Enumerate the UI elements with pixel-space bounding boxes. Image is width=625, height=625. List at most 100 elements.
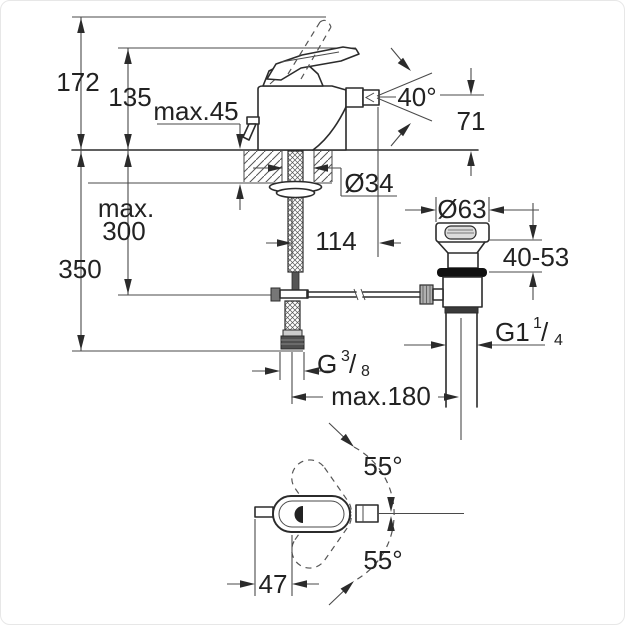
dim-clearance-word: max.: [98, 193, 154, 223]
waste-seal-ring: [437, 268, 487, 277]
arrow: [467, 80, 475, 95]
dim-hose-length: 350: [58, 254, 101, 284]
lever-facet-line: [280, 51, 340, 63]
arrow: [291, 393, 306, 401]
dim-4053-lines: [489, 203, 542, 300]
hose-thread-base: G: [317, 349, 337, 379]
dim-hole-leader: [253, 167, 397, 197]
dim-g38-lines: [252, 352, 331, 380]
dim-swivel-down: 55°: [363, 545, 402, 575]
knurl-ridges: [422, 285, 431, 304]
waste-thread-base: G1: [495, 317, 530, 347]
rod-tee-junction: [279, 289, 309, 299]
popup-actuating-rod: [306, 290, 421, 299]
arrow: [477, 341, 492, 349]
arrow: [489, 206, 504, 214]
dim-63-lines: [405, 197, 539, 222]
spray-angle-label: 40°: [397, 82, 436, 112]
popup-knob-bar: [246, 116, 260, 125]
waste-thread-label: G1 1 / 4: [495, 315, 563, 349]
hose-union-nut: [280, 335, 305, 350]
spray-angle-rays: [376, 72, 433, 122]
waste-thread-sup: 1: [533, 315, 542, 332]
arrow: [236, 134, 244, 149]
dim-swivel-up: 55°: [363, 451, 402, 481]
spray-angle-callout: 40°: [376, 47, 484, 147]
popup-knob-top-view: [254, 506, 274, 518]
waste-upper-body: [447, 252, 479, 269]
hose-thread-slash: /: [349, 349, 357, 379]
arrow: [467, 151, 475, 166]
spray-axis-line: [379, 94, 484, 98]
arrow: [124, 134, 132, 149]
aerator-cone-mark: [364, 92, 375, 103]
arrow: [124, 279, 132, 294]
swivel-arc: [353, 446, 395, 582]
dim-deck-thickness: max.45: [153, 96, 238, 126]
body-inner-contour: [278, 500, 345, 528]
waste-lower-body: [442, 276, 483, 308]
spout-block: [345, 87, 364, 108]
threaded-shank: [287, 150, 304, 273]
arrow: [421, 206, 436, 214]
arrow: [236, 184, 244, 199]
dim-spout-height: 71: [457, 106, 486, 136]
arrow: [240, 580, 255, 588]
arrow: [379, 239, 394, 247]
spout-tip-top-view: [355, 504, 379, 523]
waste-body-step: [444, 306, 479, 314]
arrow: [77, 134, 85, 149]
waste-tailpipe: [445, 312, 478, 408]
spray-angle-arrow-up: [397, 57, 414, 74]
deck-hole-edges: [243, 151, 333, 182]
dim-total-height: 172: [56, 67, 99, 97]
dim-47-lines: [227, 519, 319, 596]
dim-180-lines: [291, 352, 444, 404]
arrow: [265, 367, 280, 375]
waste-neck-taper: [437, 241, 486, 254]
mounting-nut: [275, 187, 316, 199]
hose-collar: [282, 329, 303, 337]
arrow: [431, 341, 446, 349]
spout-underside-curve: [312, 106, 347, 151]
side-elevation-view: 40° 172 135 max. 300 350 max.45 71 Ø34: [56, 16, 570, 440]
arrow: [124, 49, 132, 64]
arrow: [124, 152, 132, 167]
lever-pivot-mark: [294, 506, 303, 523]
hose-thread-sub: 8: [361, 363, 370, 380]
arrow: [444, 393, 459, 401]
faucet-body: [257, 85, 347, 151]
arrow: [77, 152, 85, 167]
arrow: [529, 225, 537, 240]
faucet-body-top-view: [272, 495, 351, 533]
hose-nut-ridges: [281, 339, 304, 345]
spray-angle-arrow-down: [397, 120, 414, 137]
rod-break-marks: [353, 288, 366, 301]
dim-handle-height: 135: [108, 82, 151, 112]
popup-waste-assembly: [419, 222, 490, 440]
arrow: [529, 272, 537, 287]
dim-spout-projection: 114: [315, 226, 356, 256]
pull-rod-lower: [291, 271, 300, 291]
popup-knob-lever: [242, 123, 257, 141]
dim-hole-diameter: Ø34: [344, 168, 393, 198]
arrow: [77, 18, 85, 33]
dim-clearance-value: 300: [102, 216, 145, 246]
arrow: [292, 580, 307, 588]
dim-knob-offset: 47: [259, 569, 288, 599]
dim-114-lines: [266, 107, 401, 258]
lever-raised-position-dashed: [287, 19, 332, 80]
hose-thread-sup: 3: [341, 348, 350, 365]
rod-coupling-knob: [270, 287, 281, 302]
dim-deck-thickness-lines: [157, 123, 241, 210]
waste-thread-sub: 4: [554, 332, 563, 349]
hose-thread-label: G 3 / 8: [317, 348, 370, 380]
waste-thread-slash: /: [541, 317, 549, 347]
rod-adjuster-stem: [432, 288, 444, 301]
top-plan-view: 55° 55° 47: [227, 422, 464, 606]
dim-waste-clamping-range: 40-53: [503, 242, 570, 272]
waste-cap-hatch: [447, 229, 474, 234]
arrow: [77, 335, 85, 350]
